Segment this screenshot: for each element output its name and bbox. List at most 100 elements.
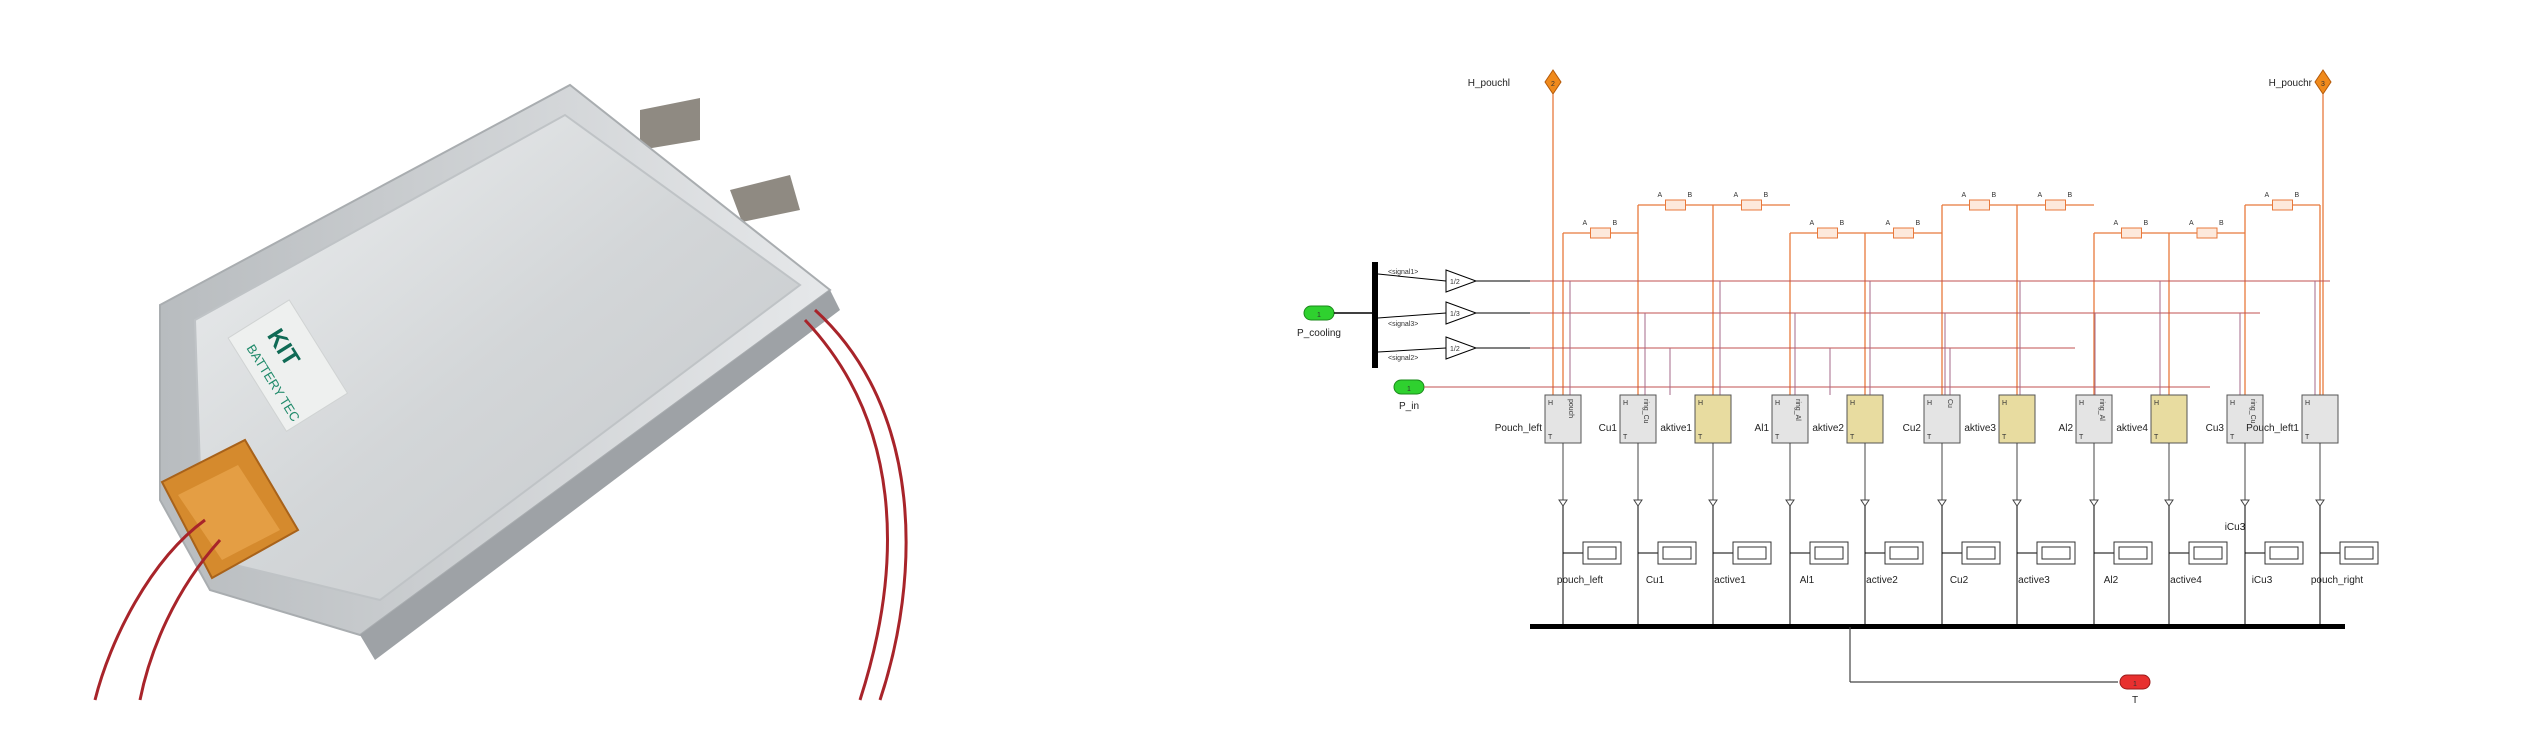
svg-text:H: H [1850,400,1855,407]
svg-text:1/2: 1/2 [1450,279,1460,286]
pouch-cell-illustration: KIT BATTERY TEC [93,83,908,701]
svg-text:ring_Cu: ring_Cu [1642,399,1649,424]
thermal-block[interactable] [1923,394,1961,444]
thermal-conductor[interactable] [2272,199,2293,211]
thermal-conductor[interactable] [1893,227,1914,239]
svg-text:P_in: P_in [1399,401,1419,412]
wire-right-2 [813,308,908,701]
svg-text:1/3: 1/3 [1450,311,1460,318]
svg-text:A: A [1734,192,1739,199]
svg-text:active2: active2 [1866,575,1898,586]
svg-text:aktive4: aktive4 [2116,423,2148,434]
pouch-side [360,290,840,660]
svg-text:H: H [1775,400,1780,407]
svg-text:Cu3: Cu3 [2206,423,2225,434]
tab-top [640,98,700,150]
gain-block[interactable] [1445,269,1478,293]
inport-p-in[interactable]: 1 P_in [1393,379,1425,412]
svg-text:T: T [1548,434,1553,441]
heat-port-right[interactable]: 3 H_pouchr [2269,69,2332,95]
thermal-block[interactable] [2150,394,2188,444]
mux-bar[interactable] [1530,624,2345,629]
svg-text:A: A [2114,220,2119,227]
svg-text:B: B [2295,192,2300,199]
bus-selector[interactable] [1372,262,1378,368]
svg-text:1/2: 1/2 [1450,346,1460,353]
svg-text:Cu2: Cu2 [1903,423,1922,434]
svg-text:A: A [2038,192,2043,199]
svg-text:1: 1 [2133,681,2137,688]
svg-text:A: A [1886,220,1891,227]
thermal-block[interactable] [1846,394,1884,444]
tab-right [730,175,800,222]
kit-logo: KIT BATTERY TEC [227,299,349,433]
svg-text:Al2: Al2 [2104,575,2119,586]
svg-text:T: T [2154,434,2159,441]
outport-t[interactable]: 1 T [2119,674,2151,706]
thermal-block[interactable] [1998,394,2036,444]
gain-block[interactable] [1445,301,1478,325]
svg-text:T: T [2230,434,2235,441]
svg-text:H: H [1927,400,1932,407]
svg-text:Cu1: Cu1 [1599,423,1618,434]
thermal-conductor[interactable] [1590,227,1611,239]
thermal-block[interactable] [1694,394,1732,444]
thermal-block[interactable] [1544,394,1582,444]
svg-text:active1: active1 [1714,575,1746,586]
svg-text:H: H [2154,400,2159,407]
svg-text:pouch_left: pouch_left [1557,575,1603,586]
svg-text:pouch_right: pouch_right [2311,575,2363,586]
svg-text:H: H [2079,400,2084,407]
bus-signal-3: <signal2> [1388,355,1418,362]
svg-text:H: H [1623,400,1628,407]
thermal-block[interactable] [1619,394,1657,444]
svg-text:iCu3: iCu3 [2225,522,2246,533]
bus-signal-1: <signal1> [1388,269,1418,276]
svg-text:B: B [1764,192,1769,199]
svg-text:B: B [1613,220,1618,227]
svg-text:H: H [1698,400,1703,407]
thermal-conductor[interactable] [1817,227,1838,239]
svg-text:T: T [1927,434,1932,441]
thermal-conductor[interactable] [1741,199,1762,211]
svg-text:active4: active4 [2170,575,2202,586]
svg-text:1: 1 [1317,312,1321,319]
thermal-conductor[interactable] [2121,227,2142,239]
svg-text:iCu3: iCu3 [2252,575,2273,586]
gain-block[interactable] [1445,336,1478,360]
svg-text:H: H [1548,400,1553,407]
thermal-conductor[interactable] [2045,199,2066,211]
thermal-block[interactable] [1771,394,1809,444]
svg-text:Al2: Al2 [2059,423,2074,434]
thermal-block[interactable] [2075,394,2113,444]
svg-text:A: A [1583,220,1588,227]
svg-text:A: A [1962,192,1967,199]
thermal-conductor[interactable] [1665,199,1686,211]
thermal-conductor[interactable] [1969,199,1990,211]
svg-text:Cu2: Cu2 [1950,575,1969,586]
svg-text:B: B [2068,192,2073,199]
svg-text:B: B [1840,220,1845,227]
svg-text:A: A [1658,192,1663,199]
svg-text:T: T [2132,695,2138,706]
svg-text:T: T [2002,434,2007,441]
svg-text:ring_Al: ring_Al [1794,399,1801,421]
svg-text:T: T [1623,434,1628,441]
wire-left-2 [138,538,222,701]
svg-text:H: H [2002,400,2007,407]
svg-text:T: T [1850,434,1855,441]
inport-p-cooling[interactable]: 1 P_cooling [1297,305,1341,339]
svg-text:active3: active3 [2018,575,2050,586]
svg-text:A: A [2265,192,2270,199]
heat-port-left[interactable]: 2 H_pouchl [1468,69,1562,95]
thermal-conductor[interactable] [2196,227,2218,239]
svg-text:H_pouchl: H_pouchl [1468,78,1510,89]
svg-text:2: 2 [1551,81,1555,88]
svg-text:Pouch_left: Pouch_left [1495,423,1542,434]
bus-signal-2: <signal3> [1388,321,1418,328]
svg-text:T: T [1698,434,1703,441]
thermal-block[interactable] [2301,394,2339,444]
svg-text:Pouch_left1: Pouch_left1 [2246,423,2299,434]
svg-text:B: B [2219,220,2224,227]
wire-right-1 [803,318,889,701]
